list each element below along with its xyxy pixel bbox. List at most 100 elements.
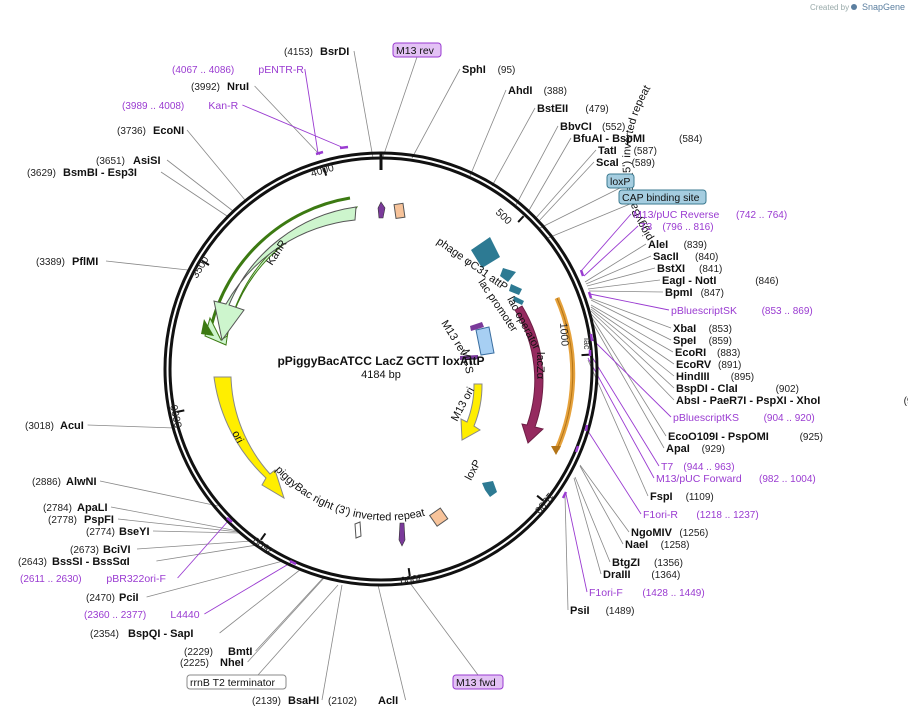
primer-position: (904 .. 920) [764,413,815,424]
small-orange-feature [393,202,406,220]
site-leader [377,584,406,701]
tick-mark [536,494,544,502]
site-position: (895) [731,372,754,383]
site-name: BssSI - BssSαI [52,556,130,568]
m13-ori-arrow [460,383,483,441]
primer-leader [589,293,670,311]
tick-mark [323,167,328,176]
site-name: BmtI [228,646,252,658]
primer-name: F1ori-R [643,509,678,521]
site-leader [537,161,595,223]
site-leader [117,518,240,533]
lacz-arrow [514,305,545,444]
site-name: AclI [378,695,398,707]
primer-position: (853 .. 869) [762,306,813,317]
lac-arc-outline [556,297,574,450]
site-leader [585,255,652,285]
site-position: (584) [679,134,702,145]
box-leader [539,187,621,229]
site-leader [590,299,672,341]
m13-rev-inner-arrow-icon [470,322,484,331]
box-leader [547,203,631,239]
site-name: BspDI - ClaI [676,383,738,395]
loxp-inner-arrow-icon [482,481,497,497]
site-name: BpmI [665,287,693,299]
loxp-box [606,173,635,189]
primer-leader [587,357,655,479]
tick-label: 3500 [189,254,211,280]
site-leader [579,464,630,533]
site-labels: (4153)BsrDI(95)SphI(388)AhdI(479)BstEII(… [18,46,908,707]
site-position: (2673) [70,545,99,556]
box-leader [382,56,418,158]
tick-label: 500 [493,206,514,227]
site-name: BseYI [119,526,150,538]
loxp-inner-label: loxP [463,458,484,483]
m13-fwd-box [452,674,504,690]
site-leader [573,477,602,575]
primer-position: (3989 .. 4008) [122,101,184,112]
site-leader [588,290,664,293]
plasmid-title: pPiggyBacATCC LacZ GCTT loxAttP [277,354,484,368]
site-position: (3651) [96,156,125,167]
site-position: (2225) [180,658,209,669]
site-name: NheI [220,657,244,669]
site-name: AhdI [508,85,532,97]
site-name: NaeI [625,539,648,551]
primer-position: (796 .. 816) [662,222,713,233]
primer-name: pBluescriptKS [673,412,739,424]
primer-name: pENTR-R [258,64,304,76]
site-position: (3629) [27,168,56,179]
site-name: NgoMIV [631,527,673,539]
primer-leader [242,104,345,149]
leader-lines [87,50,675,701]
primer-name: F1ori-F [589,587,623,599]
site-name: SphI [462,64,486,76]
primer-position: (944 .. 963) [683,462,734,473]
site-name: BsrDI [320,46,349,58]
site-position: (589) [632,158,655,169]
site-position: (2774) [86,527,115,538]
primer-name: M13/pUC Reverse [633,209,720,221]
small-orange-feature-bottom [428,507,449,527]
site-name: SacII [653,251,679,263]
site-leader [589,297,672,329]
box-leader [257,584,339,676]
site-leader [515,125,559,206]
primer-name: M13/pUC Forward [656,473,742,485]
piggybac-right-label: piggyBac right (3') inverted repeat [273,464,426,524]
rrnb-box [186,674,287,690]
primer-leader [588,351,660,467]
site-position: (916) [904,396,908,407]
site-position: (929) [702,444,725,455]
site-position: (2354) [90,629,119,640]
site-leader [587,279,661,290]
tick-marks [176,153,590,577]
site-position: (95) [498,65,516,76]
small-purple-feature-bottom [398,522,406,547]
primer-position: (2611 .. 2630) [20,574,82,585]
ori-arrow [213,376,285,500]
site-leader [564,494,569,611]
site-leader [589,317,665,449]
site-name: BfuAI - BspMI [573,133,645,145]
site-leader [166,159,234,212]
mcs-label: MCS [459,348,475,374]
lacz-label: lacZα [534,352,546,380]
site-leader [255,577,324,652]
site-position: (1256) [679,528,708,539]
site-name: FspI [650,491,673,503]
site-leader [586,267,656,287]
site-leader [160,171,228,217]
site-name: AbsI - PaeR7I - PspXI - XhoI [676,395,820,407]
site-name: ApaI [666,443,690,455]
small-white-feature [354,521,362,539]
site-leader [590,308,675,377]
primer-labels: (4067 .. 4086)pENTR-R(3989 .. 4008)Kan-R… [20,64,816,621]
site-position: (859) [709,336,732,347]
primer-position: (1218 .. 1237) [696,510,758,521]
primer-leader [565,493,588,593]
tick-mark [517,215,525,223]
site-leader [590,310,675,389]
